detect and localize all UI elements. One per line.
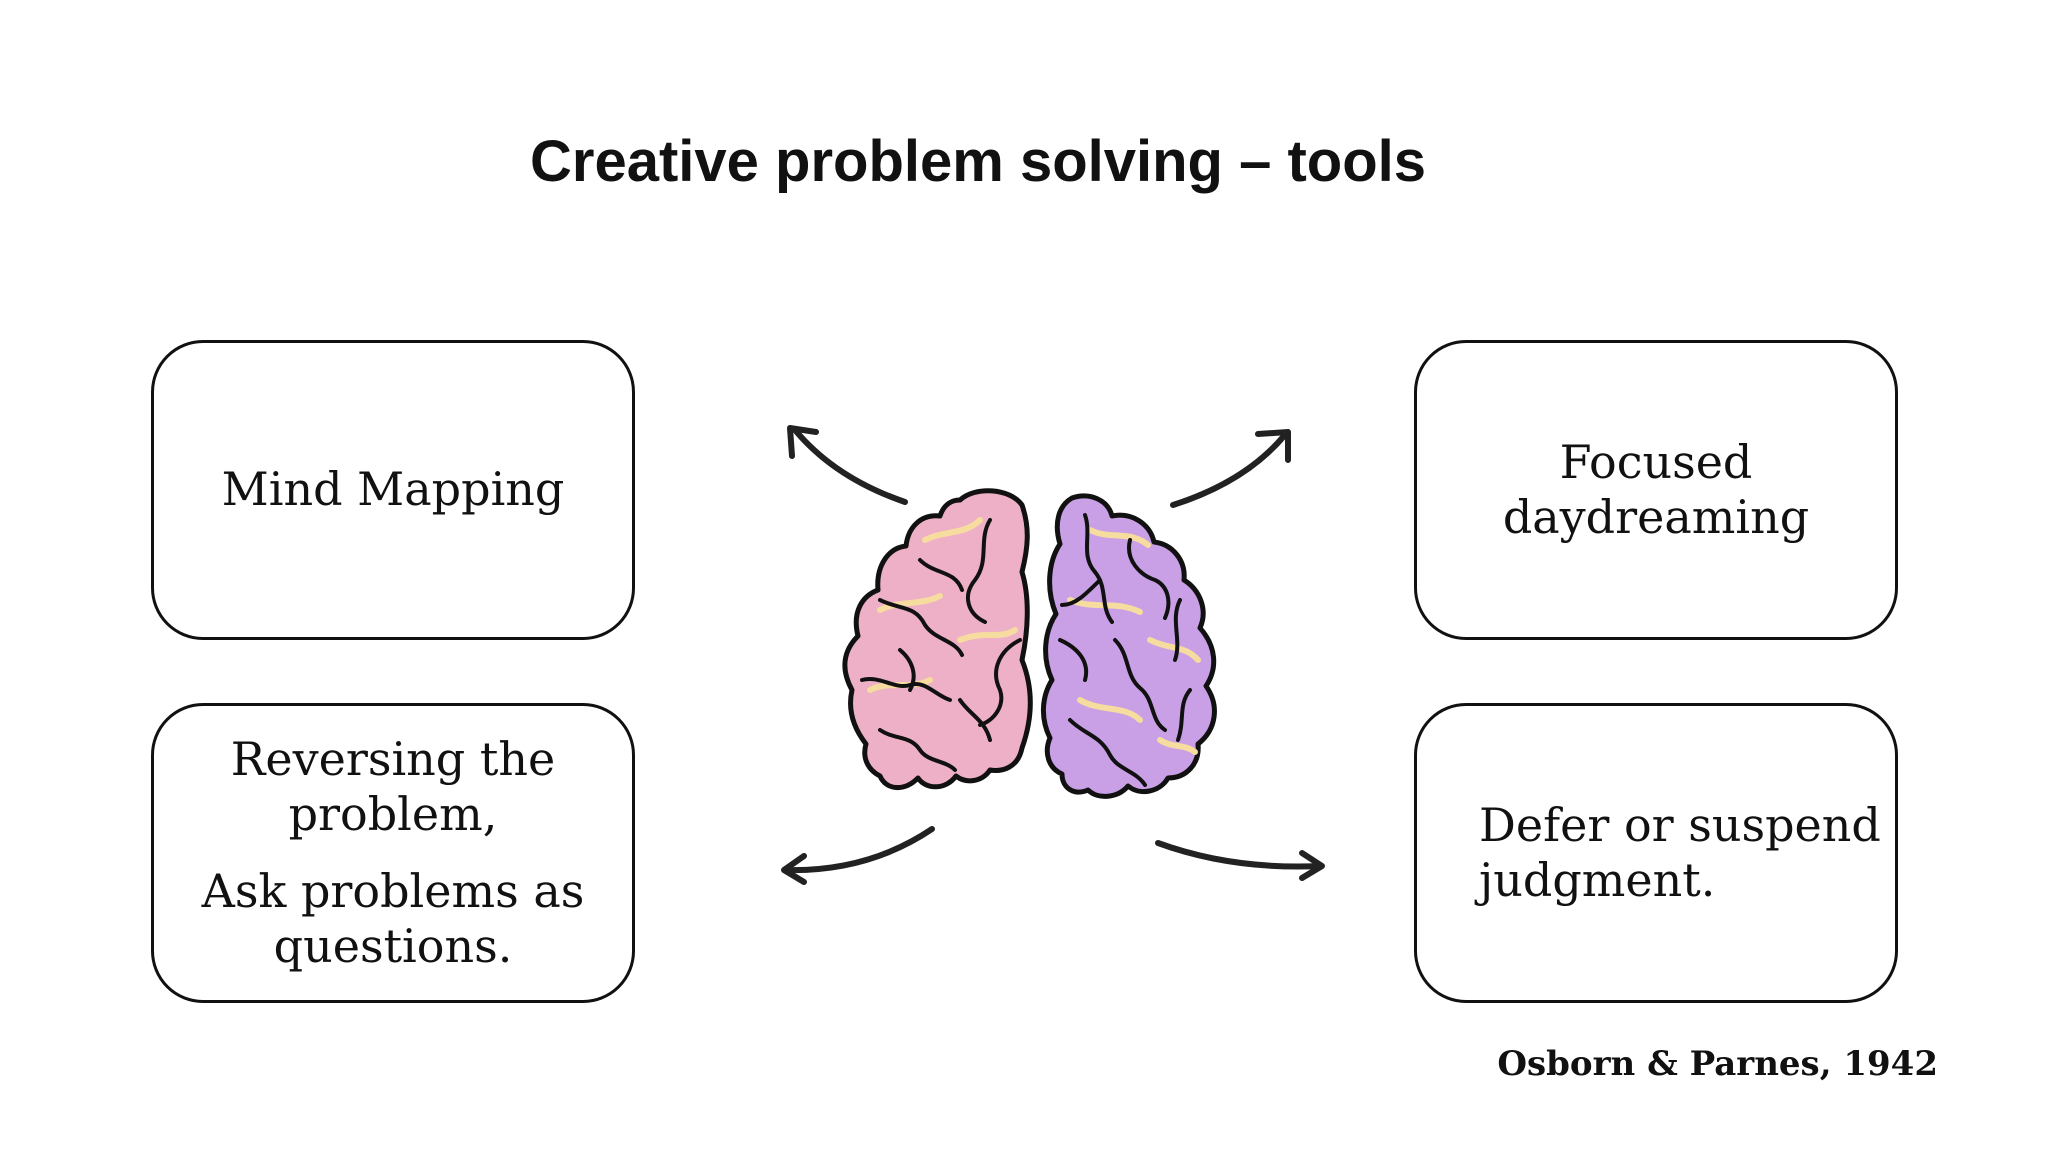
arrow-up-right-icon (1170, 429, 1291, 508)
box-text: problem, (288, 786, 498, 841)
box-text: daydreaming (1502, 490, 1810, 544)
box-text: Reversing the (230, 731, 556, 786)
box-text: Mind Mapping (221, 462, 565, 517)
brain-icon (842, 488, 1217, 799)
citation: Osborn & Parnes, 1942 (1497, 1044, 1938, 1084)
box-paragraph: Reversing the problem, (231, 732, 555, 842)
box-text: Focused (1559, 434, 1753, 489)
box-text: Defer or suspend (1479, 797, 1881, 852)
tool-box-defer-judgment: Defer or suspend judgment. (1414, 703, 1898, 1003)
slide-title: Creative problem solving – tools (530, 129, 1426, 194)
tool-box-mind-mapping: Mind Mapping (151, 340, 635, 640)
arrow-down-right-icon (1155, 840, 1325, 881)
box-text: Ask problems as (201, 864, 585, 918)
right-hemisphere (1041, 493, 1217, 799)
arrow-down-left-icon (781, 826, 935, 885)
arrow-up-left-icon (787, 425, 908, 505)
box-paragraph: Ask problems as questions. (202, 864, 585, 974)
tool-box-reversing-the-problem: Reversing the problem, Ask problems as q… (151, 703, 635, 1003)
box-text: judgment. (1479, 853, 1716, 907)
box-text: questions. (273, 919, 513, 974)
tool-box-focused-daydreaming: Focused daydreaming (1414, 340, 1898, 640)
